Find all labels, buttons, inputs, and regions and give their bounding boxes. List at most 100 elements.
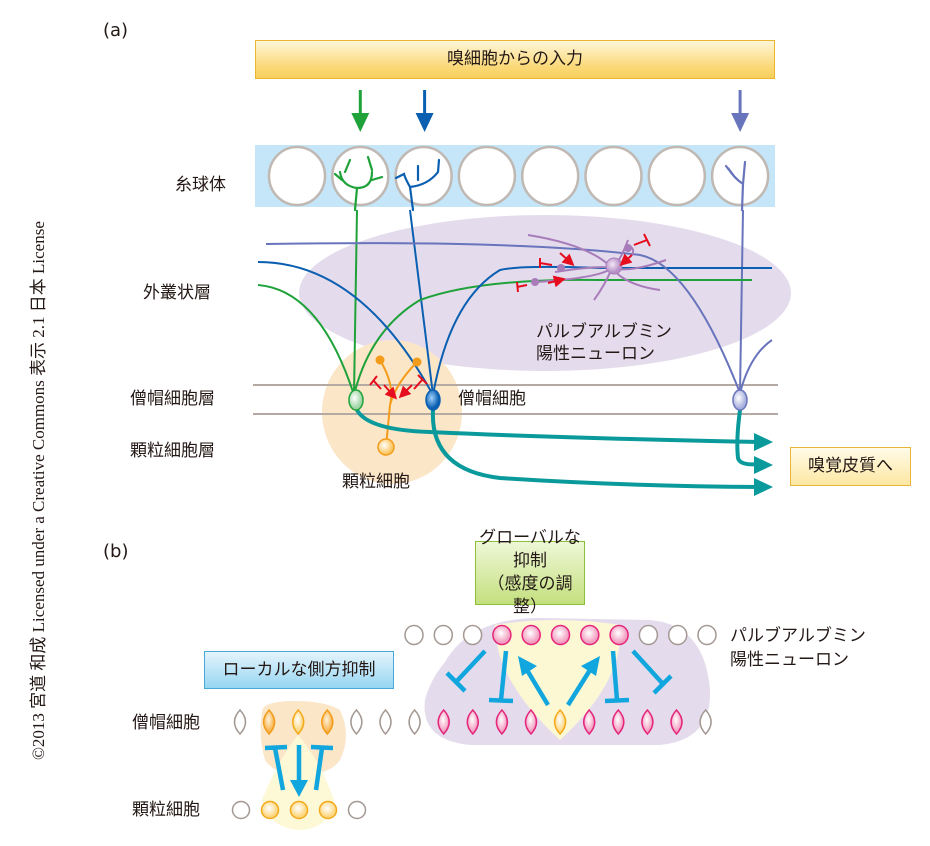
pv-spine-2 <box>557 264 565 272</box>
slate-mitral-cell-body <box>732 389 748 411</box>
glomerulus <box>331 145 390 207</box>
local-excitation-region <box>262 735 334 830</box>
granule-halo <box>322 340 462 484</box>
mitral-row-label: 僧帽細胞 <box>132 713 200 733</box>
olfactory-input-box: 嗅細胞からの入力 <box>255 40 775 79</box>
granule-row-label: 顆粒細胞 <box>132 800 200 820</box>
mitral-cell-orange <box>321 708 334 736</box>
granule-excite-right <box>398 384 413 399</box>
pv-neuron-on <box>580 624 600 646</box>
slate-mitral-axon <box>735 409 761 467</box>
global-inhibition-region <box>424 618 711 745</box>
pv-row-label-line1: パルブアルブミン <box>730 626 866 646</box>
pv-neuron-on <box>492 624 512 646</box>
mitral-cell-yellow <box>291 708 305 736</box>
layer-label-glomerulus: 糸球体 <box>175 175 226 195</box>
granule-spine-left <box>375 355 385 365</box>
mitral-cell-orange <box>262 708 276 736</box>
granule-cell-off <box>347 800 367 820</box>
mitral-to-granule-excite-head <box>290 780 308 797</box>
mitral-cell-off <box>408 708 421 736</box>
local-lateral-inhibition-box: ローカルな側方抑制 <box>204 651 394 689</box>
blue-mitral-cell-body <box>425 389 441 411</box>
layer-label-external-plexiform: 外叢状層 <box>143 283 211 303</box>
mitral-excite-left <box>525 668 550 707</box>
pv-neuron-off <box>404 624 424 646</box>
pv-inhibit-4 <box>631 649 673 695</box>
input-arrow-head <box>415 113 434 132</box>
mitral-cell-off <box>350 708 363 736</box>
pv-inhibit-2 <box>488 650 514 704</box>
pv-excite-2 <box>547 275 566 288</box>
input-arrow-head <box>731 113 750 132</box>
panel-b-label: (b) <box>103 541 129 562</box>
glomerulus <box>267 145 327 207</box>
pv-neuron-on <box>521 624 541 646</box>
granule-inhibit-right <box>310 744 334 791</box>
mitral-cell-pink <box>670 708 683 736</box>
mitral-cell-off <box>699 708 712 736</box>
pv-excite-1 <box>559 252 575 267</box>
mitral-cell-pink <box>437 708 450 736</box>
input-arrow-head <box>351 113 370 132</box>
mitral-cell-off <box>233 708 247 736</box>
pv-row-label-line2: 陽性ニューロン <box>730 650 849 670</box>
mitral-cell-yellow <box>553 708 567 736</box>
blue-mitral-axon <box>430 409 761 489</box>
mitral-cell-pink <box>524 708 538 736</box>
axon-arrowhead-2 <box>754 456 773 474</box>
pv-neuron-off <box>462 624 483 646</box>
mitral-cell-pink <box>641 708 654 736</box>
pv-inhibit-1 <box>445 649 487 693</box>
pv-neuron-off <box>697 624 717 646</box>
mitral-cell-pink <box>612 708 625 736</box>
granule-cell-yellow <box>260 800 280 820</box>
green-mitral-primary-dendrite <box>353 209 358 396</box>
granule-cell-label: 顆粒細胞 <box>342 472 410 492</box>
mitral-excite-right <box>566 668 592 707</box>
pv-inhibition-1 <box>633 233 651 247</box>
slate-lateral-dendrite-right <box>739 339 773 394</box>
granule-cell-body <box>377 438 395 456</box>
pv-excite-3 <box>619 253 633 266</box>
pv-inhibit-3 <box>604 650 630 704</box>
global-inhibition-title: グローバルな抑制 <box>479 528 581 572</box>
mitral-cell-pink <box>582 708 596 736</box>
green-mitral-cell-body <box>348 389 364 411</box>
slate-tuft <box>724 160 747 212</box>
mitral-cell-pink <box>495 708 509 736</box>
glomerulus <box>647 145 707 207</box>
pv-neuron-off <box>667 624 688 646</box>
green-tuft <box>333 155 384 212</box>
granule-inhibition-right <box>413 374 428 390</box>
mitral-cell-label: 僧帽細胞 <box>458 389 526 409</box>
glomerulus <box>457 145 517 207</box>
green-mitral-axon <box>354 407 761 444</box>
glomerulus <box>584 145 643 207</box>
slate-mitral-primary-dendrite <box>739 209 744 394</box>
global-excitation-region <box>495 620 621 740</box>
granule-cell-off <box>231 800 251 820</box>
pv-neuron-on <box>609 624 629 646</box>
pv-inhibition-2 <box>539 258 553 268</box>
panel-a-label: (a) <box>103 20 129 41</box>
granule-inhibit-left <box>264 744 288 791</box>
pv-spine-1 <box>624 244 632 252</box>
mitral-cell-off <box>379 708 392 736</box>
granule-inhibition-left <box>369 375 382 390</box>
pv-spine-3 <box>531 278 539 286</box>
layer-label-mitral-cell-layer: 僧帽細胞層 <box>130 389 215 409</box>
pv-neuron-label-line1: パルブアルブミン <box>536 322 672 342</box>
green-lateral-dendrite-left <box>257 284 355 396</box>
granule-cell-dendrites <box>379 359 417 448</box>
mitral-excite-left-head <box>518 656 537 676</box>
axon-arrowhead-3 <box>754 478 773 496</box>
pv-neuron-on <box>550 624 571 646</box>
axon-arrowhead-1 <box>754 433 773 451</box>
blue-tuft <box>394 158 441 212</box>
olfactory-cortex-box: 嗅覚皮質へ <box>790 447 911 486</box>
pv-neuron-off <box>638 624 659 646</box>
glomerulus <box>710 145 770 207</box>
pv-neuron-body <box>605 257 623 275</box>
